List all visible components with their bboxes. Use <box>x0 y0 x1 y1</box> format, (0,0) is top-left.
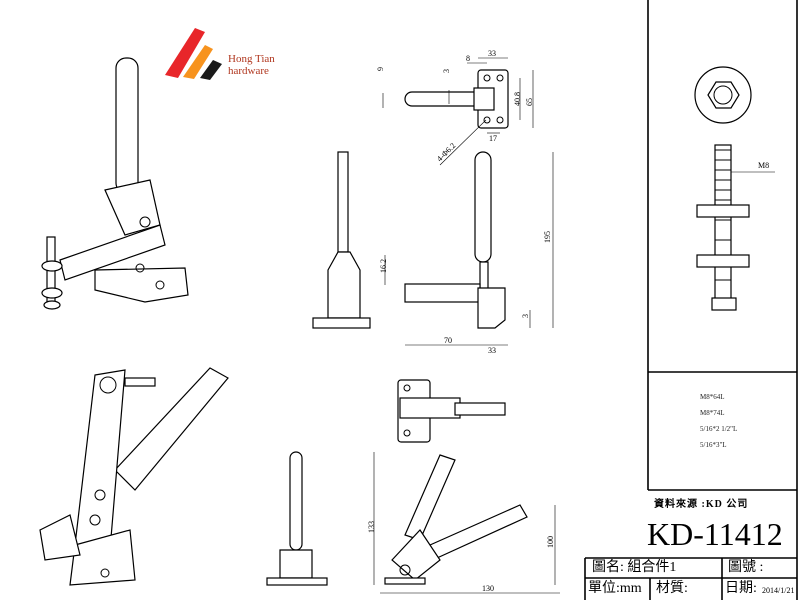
material: 材質: <box>656 581 688 596</box>
dim-16-2: 16.2 <box>379 259 388 273</box>
dim-133: 133 <box>367 521 376 533</box>
dim-33b: 33 <box>488 346 496 355</box>
open-front-view: 133 <box>266 451 376 586</box>
dim-70: 70 <box>444 336 452 345</box>
dim-m8: M8 <box>758 161 769 170</box>
date: 2014/1/21 <box>762 586 795 595</box>
logo-mark <box>165 28 222 80</box>
dim-8: 8 <box>466 54 470 63</box>
spec-item: 5/16*3"L <box>700 441 727 449</box>
data-source: 資料來源 :KD 公司 <box>654 499 749 510</box>
dim-40-8: 40.8 <box>513 92 522 106</box>
front-view: 16.2 <box>312 151 388 329</box>
dim-130: 130 <box>482 584 494 593</box>
open-top-view <box>397 379 506 443</box>
open-side-view: 100 130 <box>380 454 560 594</box>
unit: 單位:mm <box>588 581 642 596</box>
dim-9: 9 <box>376 67 385 71</box>
logo-line1: Hong Tian <box>228 53 275 65</box>
dim-hole: 4-Φ6.2 <box>435 141 457 163</box>
clamp-isometric-closed <box>41 57 189 310</box>
logo-text: Hong Tian hardware <box>228 53 275 77</box>
top-view: 9 3 8 33 40.8 65 17 4-Φ6.2 <box>376 49 534 166</box>
dim-3b: 3 <box>521 314 530 318</box>
dim-195: 195 <box>543 231 552 243</box>
spec-item: 5/16*2 1/2"L <box>700 425 738 433</box>
spec-item: M8*74L <box>700 409 725 417</box>
frame-lines <box>584 0 798 600</box>
model-number: KD-11412 <box>647 516 783 552</box>
dim-3: 3 <box>442 69 451 73</box>
dim-65: 65 <box>525 98 534 106</box>
spec-item: M8*64L <box>700 393 725 401</box>
clamp-isometric-open <box>39 367 229 586</box>
dim-33: 33 <box>488 49 496 58</box>
logo-line2: hardware <box>228 65 269 77</box>
dim-17: 17 <box>489 134 497 143</box>
side-view: 195 70 33 3 <box>404 151 554 355</box>
drawing-name: 圖名: 組合件1 <box>592 560 677 575</box>
bolt-detail: M8 <box>694 66 775 311</box>
drawing-number: 圖號 : <box>728 560 764 575</box>
date-label: 日期: <box>725 581 757 596</box>
dim-100: 100 <box>546 536 555 548</box>
